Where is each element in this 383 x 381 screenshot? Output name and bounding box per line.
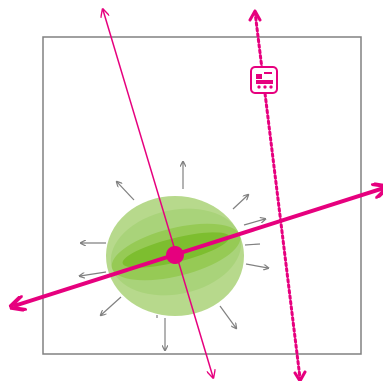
center-dot-icon xyxy=(166,246,184,264)
outward-arrow-stub xyxy=(245,244,260,245)
outward-arrow xyxy=(220,306,236,328)
outward-arrow xyxy=(244,219,265,225)
outward-arrow xyxy=(233,195,248,209)
outward-arrow xyxy=(101,297,121,315)
train-icon xyxy=(251,67,277,93)
outward-arrow xyxy=(117,182,134,200)
outward-arrow xyxy=(80,272,106,276)
outward-arrow xyxy=(246,264,268,268)
thin-axis-line xyxy=(103,10,213,377)
